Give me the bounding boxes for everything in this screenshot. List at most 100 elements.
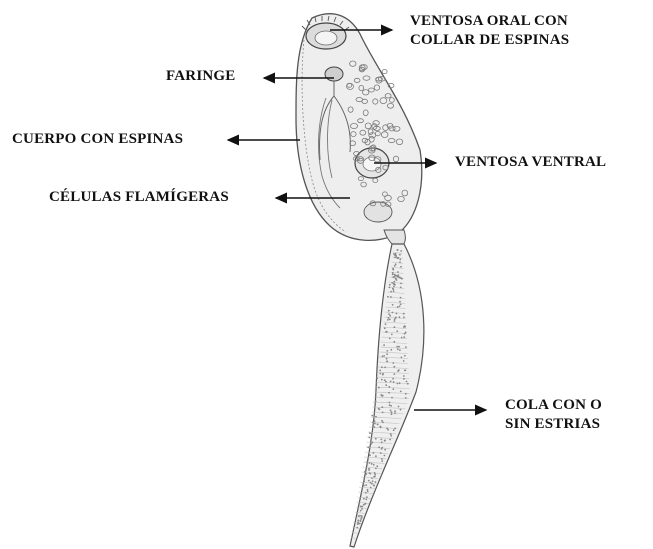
tail-dot — [374, 475, 376, 477]
tail-dot — [397, 348, 399, 350]
tail-dot — [381, 379, 383, 381]
excretory-bladder — [364, 202, 392, 222]
tail-dot — [366, 461, 368, 463]
tail-dot — [400, 250, 402, 252]
tail-dot — [392, 304, 394, 306]
pharynx — [325, 67, 343, 81]
tail-dot — [380, 394, 382, 396]
tail-dot — [372, 421, 374, 423]
tail-dot — [383, 355, 385, 357]
tail-dot — [367, 489, 369, 491]
tail-dot — [390, 349, 392, 351]
tail-dot — [395, 278, 397, 280]
tail-dot — [394, 276, 396, 278]
label-oral-sucker-line1: VENTOSA ORAL CON — [410, 12, 569, 31]
tail-dot — [375, 400, 377, 402]
tail-dot — [400, 409, 402, 411]
tail-dot — [390, 291, 392, 293]
tail-dot — [365, 492, 367, 494]
tail-dot — [365, 473, 367, 475]
tail-dot — [399, 259, 401, 261]
tail-dot — [364, 471, 366, 473]
tail-dot — [397, 306, 399, 308]
tail-dot — [400, 283, 402, 285]
cercaria-body — [296, 14, 422, 241]
tail-dot — [389, 315, 391, 317]
tail-dot — [397, 249, 399, 251]
tail-dot — [393, 341, 395, 343]
tail-dot — [405, 332, 407, 334]
label-tail-line2: SIN ESTRIAS — [505, 415, 602, 434]
tail-dot — [384, 327, 386, 329]
tail-dot — [400, 391, 402, 393]
tail-dot — [375, 468, 377, 470]
tail-dot — [374, 472, 376, 474]
tail-dot — [391, 397, 393, 399]
tail-dot — [393, 429, 395, 431]
tail-dot — [367, 491, 369, 493]
tail-dot — [396, 346, 398, 348]
tail-dot — [360, 510, 362, 512]
oral-sucker-inner — [315, 31, 337, 45]
tail-dot — [382, 421, 384, 423]
tail-dot — [407, 383, 409, 385]
tail-dot — [366, 464, 368, 466]
tail-dot — [379, 373, 381, 375]
tail-dot — [387, 296, 389, 298]
tail-dot — [395, 263, 397, 265]
tail-dot — [385, 384, 387, 386]
tail-dot — [385, 323, 387, 325]
tail-dot — [388, 317, 390, 319]
tail-dot — [382, 412, 384, 414]
tail-dot — [389, 284, 391, 286]
tail-dot — [399, 306, 401, 308]
tail-dot — [390, 433, 392, 435]
tail-dot — [383, 344, 385, 346]
tail-dot — [386, 350, 388, 352]
label-ventral-sucker: VENTOSA VENTRAL — [455, 153, 606, 172]
tail-dot — [374, 423, 376, 425]
tail-dot — [405, 393, 407, 395]
tail-dot — [394, 319, 396, 321]
tail-dot — [401, 337, 403, 339]
tail-dot — [370, 443, 372, 445]
tail-dot — [393, 281, 395, 283]
label-flame-cells: CÉLULAS FLAMÍGERAS — [49, 188, 229, 207]
tail-dot — [389, 319, 391, 321]
tail-dot — [379, 370, 381, 372]
tail-dot — [390, 381, 392, 383]
tail-dot — [390, 435, 392, 437]
tail-dot — [404, 355, 406, 357]
tail-dot — [373, 484, 375, 486]
label-tail: COLA CON O SIN ESTRIAS — [505, 396, 602, 434]
tail-dot — [365, 499, 367, 501]
tail-dot — [360, 520, 362, 522]
tail-dot — [381, 420, 383, 422]
tail-dot — [394, 265, 396, 267]
tail-dot — [403, 313, 405, 315]
tail-dot — [394, 257, 396, 259]
tail-dot — [388, 392, 390, 394]
label-spiny-body: CUERPO CON ESPINAS — [12, 130, 183, 149]
tail-dot — [390, 410, 392, 412]
tail-dot — [367, 446, 369, 448]
tail-dot — [391, 334, 393, 336]
tail-dot — [392, 312, 394, 314]
tail-dot — [389, 404, 391, 406]
tail-dot — [404, 326, 406, 328]
tail-dot — [375, 455, 377, 457]
tail-dot — [399, 301, 401, 303]
tail-dot — [392, 388, 394, 390]
tail-dot — [381, 460, 383, 462]
tail-dot — [401, 357, 403, 359]
tail-dot — [389, 402, 391, 404]
tail-dot — [370, 473, 372, 475]
tail-dot — [381, 458, 383, 460]
tail-dot — [398, 369, 400, 371]
tail-dot — [374, 426, 376, 428]
tail-dot — [395, 317, 397, 319]
tail-dot — [389, 287, 391, 289]
tail-dot — [393, 253, 395, 255]
tail-dot — [386, 353, 388, 355]
tail-dot — [371, 477, 373, 479]
